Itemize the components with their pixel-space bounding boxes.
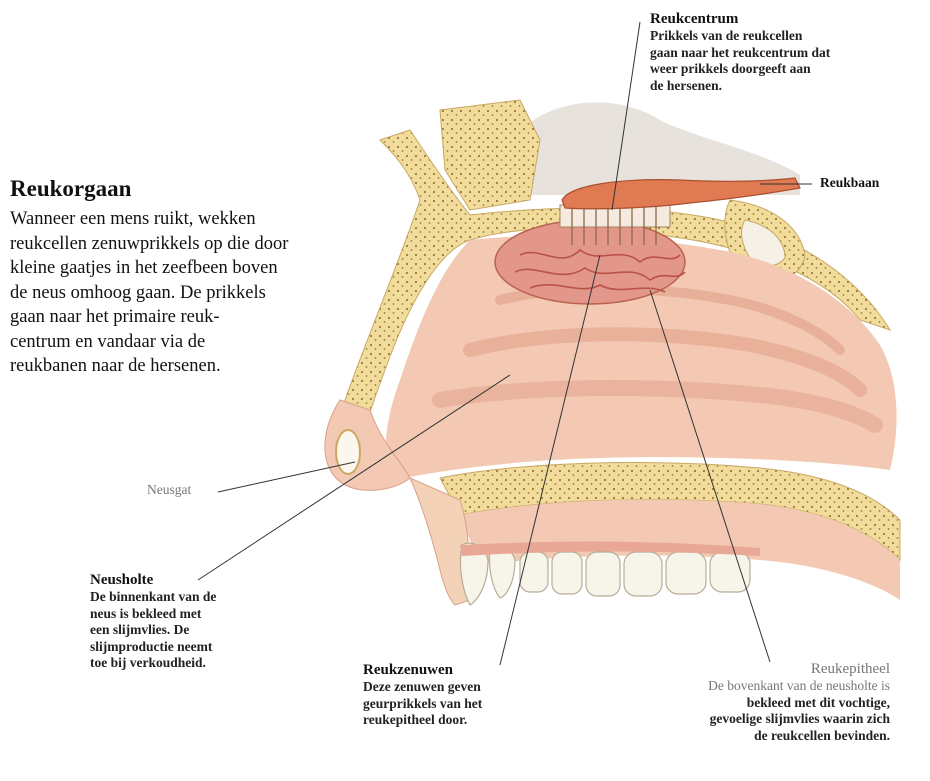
label-reukepitheel-text-line1: De bovenkant van de neusholte is	[708, 678, 890, 694]
label-reukcentrum: Reukcentrum Prikkels van de reukcellen g…	[650, 10, 830, 94]
label-reukzenuwen-text: Deze zenuwen geven geurprikkels van het …	[363, 679, 482, 728]
label-reukepitheel-text: bekleed met dit vochtige, gevoelige slij…	[708, 695, 890, 744]
label-reukcentrum-title: Reukcentrum	[650, 10, 830, 28]
label-neusholte: Neusholte De binnenkant van de neus is b…	[90, 571, 216, 672]
label-reukbaan: Reukbaan	[820, 175, 879, 191]
label-reukepitheel: Reukepitheel De bovenkant van de neushol…	[708, 660, 890, 744]
label-neusgat: Neusgat	[147, 482, 191, 498]
page-title: Reukorgaan	[10, 176, 131, 202]
label-reukzenuwen: Reukzenuwen Deze zenuwen geven geurprikk…	[363, 661, 482, 729]
frontal-bone	[440, 100, 540, 210]
nostril	[336, 430, 360, 474]
intro-paragraph: Wanneer een mens ruikt, wekken reukcelle…	[10, 207, 355, 379]
label-neusholte-title: Neusholte	[90, 571, 216, 589]
label-reukcentrum-text: Prikkels van de reukcellen gaan naar het…	[650, 28, 830, 94]
label-reukzenuwen-title: Reukzenuwen	[363, 661, 482, 679]
label-reukepitheel-title: Reukepitheel	[708, 660, 890, 678]
label-neusholte-text: De binnenkant van de neus is bekleed met…	[90, 589, 216, 671]
